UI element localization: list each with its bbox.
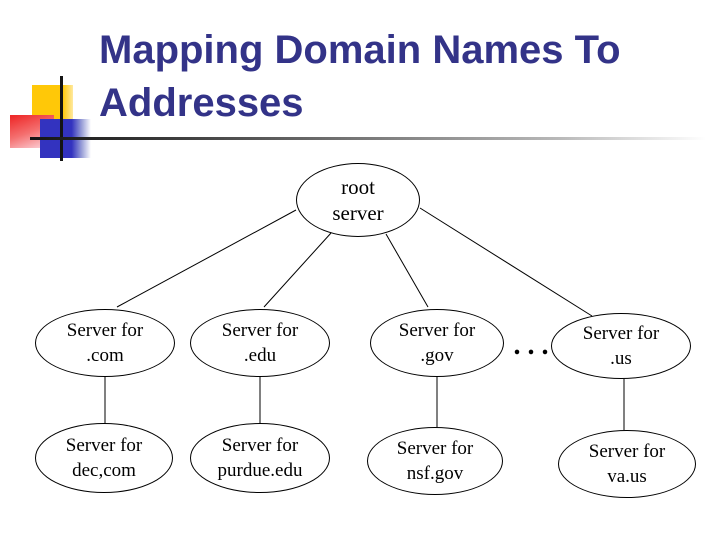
node-label: .edu: [243, 345, 277, 366]
node-server-com: Server for .com: [35, 309, 175, 377]
ellipsis-label: . . .: [513, 330, 549, 361]
node-label: nsf.gov: [406, 463, 464, 484]
node-label: Server for: [221, 320, 299, 341]
deco-yellow-square: [32, 85, 73, 119]
node-label: .gov: [420, 345, 454, 366]
edge-root-gov: [385, 233, 429, 308]
edge-root-us: [419, 207, 593, 317]
edge-root-com: [116, 209, 297, 308]
node-server-va-us: Server for va.us: [558, 430, 696, 498]
node-label: dec,com: [72, 460, 136, 481]
node-server-edu: Server for .edu: [190, 309, 330, 377]
node-server-us: Server for .us: [551, 313, 691, 379]
page-title: Mapping Domain Names To Addresses: [99, 24, 699, 130]
node-label: Server for: [396, 438, 474, 459]
node-server-gov: Server for .gov: [370, 309, 504, 377]
node-label: Server for: [66, 320, 144, 341]
node-server-nsf-gov: Server for nsf.gov: [367, 427, 503, 495]
node-label: va.us: [607, 466, 647, 487]
node-label: root: [341, 175, 375, 199]
node-label: .us: [610, 348, 632, 369]
title-line-2: Addresses: [99, 81, 304, 125]
node-label: purdue.edu: [217, 460, 303, 481]
node-label: Server for: [588, 441, 666, 462]
node-root-server: root server: [296, 163, 420, 237]
node-label: Server for: [398, 320, 476, 341]
title-line-1: Mapping Domain Names To: [99, 28, 621, 72]
node-label: Server for: [582, 323, 660, 344]
deco-vertical-line: [60, 76, 63, 161]
node-server-purdue-edu: Server for purdue.edu: [190, 423, 330, 493]
node-label: server: [332, 201, 384, 225]
node-label: Server for: [65, 435, 143, 456]
edge-root-edu: [263, 232, 332, 308]
node-server-dec-com: Server for dec,com: [35, 423, 173, 493]
title-divider-line: [30, 137, 706, 140]
node-label: Server for: [221, 435, 299, 456]
node-label: .com: [86, 345, 124, 366]
